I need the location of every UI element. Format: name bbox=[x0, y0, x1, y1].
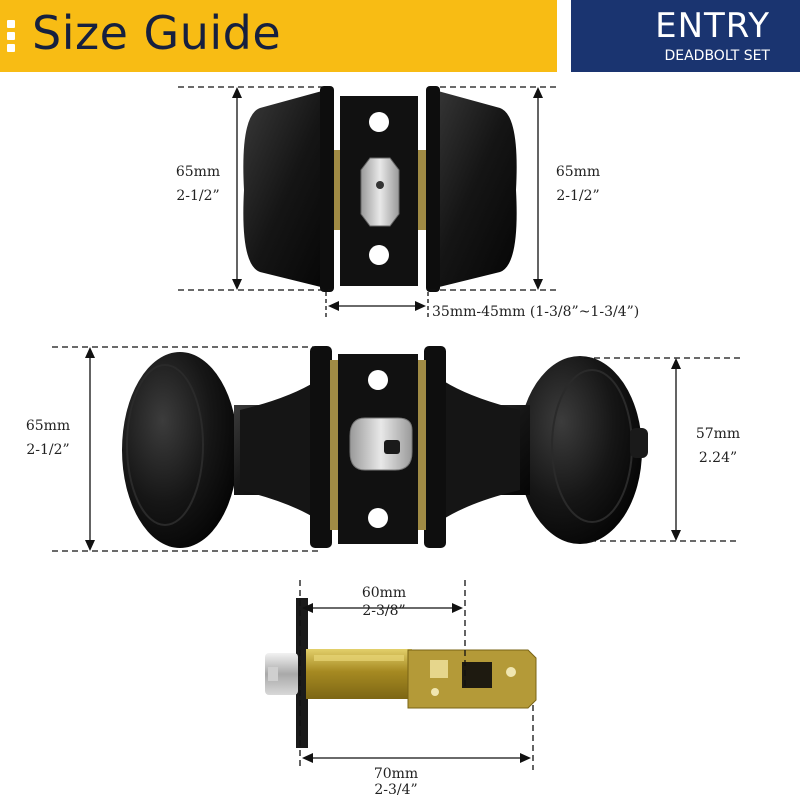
deadbolt-bolt bbox=[360, 157, 400, 227]
badge-subtitle: DEADBOLT SET bbox=[664, 48, 770, 64]
page-title: Size Guide bbox=[32, 6, 282, 60]
latch-assembly bbox=[265, 598, 537, 748]
knob-assembly bbox=[122, 346, 648, 548]
faceplate-screw-hole bbox=[369, 245, 389, 265]
faceplate-screw-hole bbox=[368, 508, 388, 528]
faceplate-screw-hole bbox=[369, 112, 389, 132]
knob-left-height-in: 2-1/2” bbox=[26, 442, 70, 458]
door-thickness-label: 35mm-45mm (1-3/8”~1-3/4”) bbox=[432, 304, 640, 320]
banner-dots bbox=[7, 20, 19, 56]
latch-steel-bolt bbox=[265, 653, 298, 695]
deadbolt-right-height-label: 65mm 2-1/2” bbox=[540, 160, 616, 208]
latch-backset-short-label: 60mm 2-3/8” bbox=[344, 584, 424, 620]
faceplate-screw-hole bbox=[368, 370, 388, 390]
privacy-button bbox=[630, 428, 648, 458]
latch-backset-short-in: 2-3/8” bbox=[362, 603, 406, 619]
latch-backset-long-in: 2-3/4” bbox=[374, 782, 418, 798]
deadbolt-arrowheads bbox=[232, 87, 543, 311]
deadbolt-right-height-mm: 65mm bbox=[555, 164, 601, 180]
latch-bolt bbox=[349, 417, 413, 471]
knob-dimensions bbox=[52, 346, 740, 552]
size-guide-banner: Size Guide bbox=[0, 0, 557, 72]
deadbolt-right-height-in: 2-1/2” bbox=[556, 188, 600, 204]
latch-dimensions bbox=[299, 580, 534, 770]
deadbolt-assembly bbox=[243, 86, 517, 292]
latch-backset-short-mm: 60mm bbox=[361, 585, 407, 601]
left-knob bbox=[122, 352, 238, 548]
deadbolt-right-cylinder bbox=[427, 88, 517, 290]
latch-backset-long-label: 70mm 2-3/4” bbox=[356, 766, 436, 798]
deadbolt-right-rose bbox=[426, 86, 440, 292]
knob-right-height-mm: 57mm bbox=[695, 426, 741, 442]
knob-left-height-label: 65mm 2-1/2” bbox=[8, 414, 88, 462]
deadbolt-left-height-mm: 65mm bbox=[175, 164, 221, 180]
deadbolt-left-height-label: 65mm 2-1/2” bbox=[160, 160, 236, 208]
latch-backset-long-mm: 70mm bbox=[373, 766, 419, 782]
deadbolt-left-rose bbox=[320, 86, 334, 292]
right-knob-rose bbox=[424, 346, 446, 548]
right-knob bbox=[518, 356, 642, 544]
latch-arrowheads bbox=[302, 603, 531, 763]
knob-arrowheads bbox=[85, 347, 681, 551]
knob-left-height-mm: 65mm bbox=[25, 418, 71, 434]
deadbolt-dimensions bbox=[178, 86, 556, 318]
knob-right-height-in: 2.24” bbox=[698, 450, 738, 466]
badge-title: ENTRY bbox=[655, 6, 770, 46]
deadbolt-left-height-in: 2-1/2” bbox=[176, 188, 220, 204]
latch-faceplate bbox=[296, 598, 308, 748]
product-badge: ENTRY DEADBOLT SET bbox=[571, 0, 800, 72]
left-knob-rose bbox=[310, 346, 332, 548]
deadbolt-left-cylinder bbox=[243, 88, 333, 290]
knob-right-height-label: 57mm 2.24” bbox=[682, 422, 754, 470]
